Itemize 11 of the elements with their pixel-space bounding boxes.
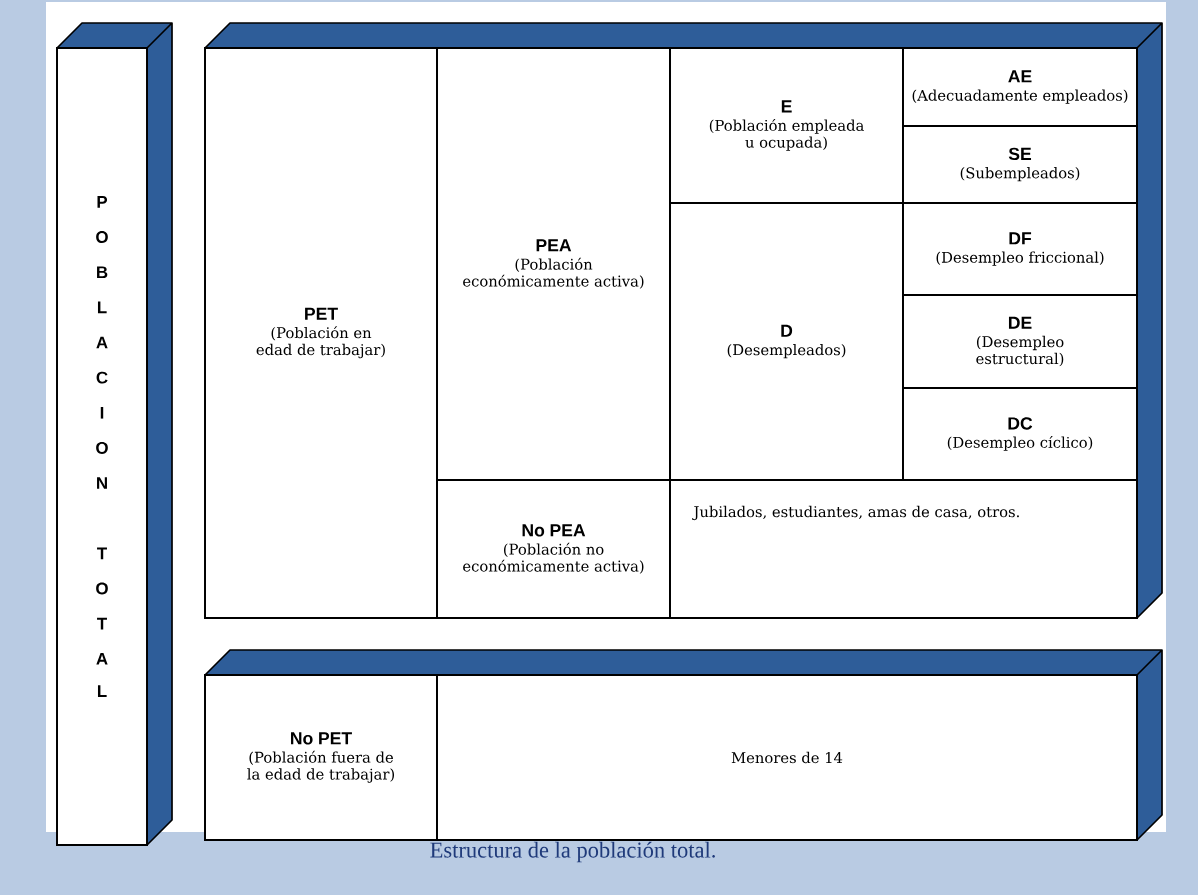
- category-box: DF (Desempleo friccional): [902, 202, 1138, 296]
- category-box: DC (Desempleo cíclico): [902, 387, 1138, 481]
- total-column-box: POBLACION TOTAL: [56, 47, 148, 846]
- category-box: D (Desempleados): [669, 202, 904, 481]
- category-box: DE (Desempleo estructural): [902, 294, 1138, 389]
- category-box: No PEA (Población no económicamente activa): [436, 479, 671, 619]
- caption: Estructura de la población total.: [430, 841, 715, 863]
- category-box: No PET (Población fuera de la edad de trabajar): [204, 674, 438, 841]
- category-box: E (Población empleada u ocupada): [669, 47, 904, 204]
- category-box: SE (Subempleados): [902, 125, 1138, 204]
- category-box: AE (Adecuadamente empleados): [902, 47, 1138, 127]
